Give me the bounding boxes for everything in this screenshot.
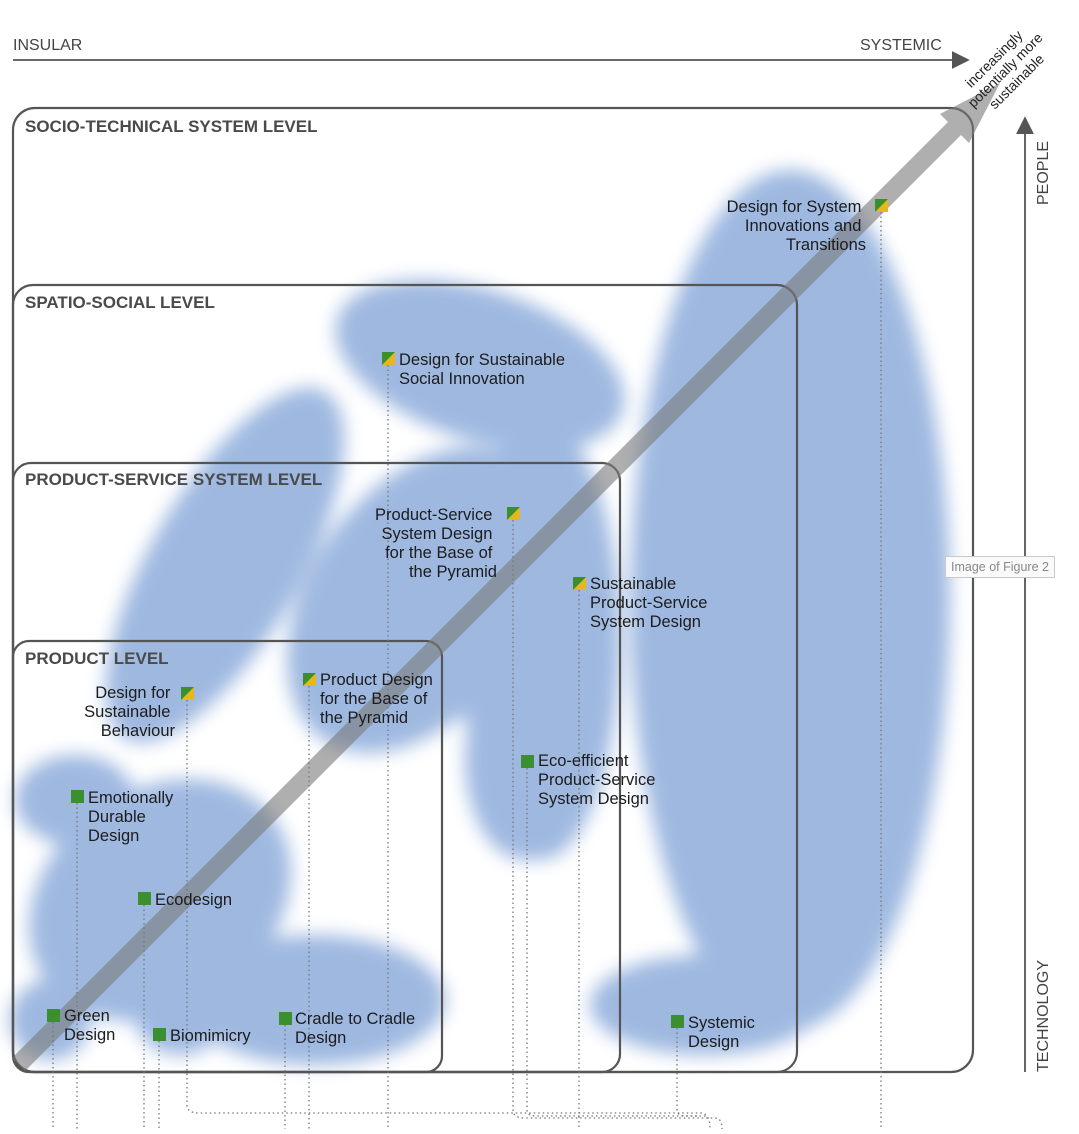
green-marker	[671, 1015, 684, 1028]
mixed-marker	[507, 507, 520, 520]
approach-sustainable-pss: Sustainable Product-Service System Desig…	[590, 575, 712, 631]
mixed-marker	[875, 199, 888, 212]
approach-emotionally-durable: Emotionally Durable Design	[88, 789, 178, 845]
green-marker	[153, 1028, 166, 1041]
approach-pss-bop: Product-Service System Design for the Ba…	[375, 506, 497, 581]
axis-technology: TECHNOLOGY	[1035, 960, 1052, 1072]
approach-green-design: Green Design	[64, 1007, 115, 1044]
area-systemic-design	[590, 955, 820, 1055]
product-frame	[11, 639, 444, 1074]
green-marker	[47, 1009, 60, 1022]
area-sustainable-behaviour	[105, 387, 345, 743]
approach-product-bop: Product Design for the Base of the Pyram…	[320, 671, 437, 727]
approach-social-innovation: Design for Sustainable Social Innovation	[399, 351, 570, 388]
level-label: SPATIO-SOCIAL LEVEL	[25, 293, 215, 312]
level-label: SOCIO-TECHNICAL SYSTEM LEVEL	[25, 117, 318, 136]
approach-system-innovations: Design for System Innovations and Transi…	[727, 198, 866, 254]
mixed-marker	[303, 673, 316, 686]
green-marker	[71, 790, 84, 803]
mixed-marker	[573, 577, 586, 590]
image-tooltip: Image of Figure 2	[945, 556, 1055, 578]
leader-lines	[52, 212, 882, 1130]
level-label: PRODUCT LEVEL	[25, 649, 169, 668]
green-marker	[279, 1012, 292, 1025]
approach-sustainable-behaviour: Design for Sustainable Behaviour	[84, 684, 175, 740]
level-label: PRODUCT-SERVICE SYSTEM LEVEL	[25, 470, 322, 489]
axis-systemic: SYSTEMIC	[860, 37, 942, 54]
mixed-marker	[382, 352, 395, 365]
green-marker	[138, 892, 151, 905]
axis-insular: INSULAR	[13, 37, 82, 54]
mixed-marker	[181, 687, 194, 700]
approach-systemic-design: Systemic Design	[688, 1014, 760, 1051]
area-social-innovation	[335, 279, 625, 451]
approach-biomimicry: Biomimicry	[170, 1027, 251, 1045]
axis-people: PEOPLE	[1035, 141, 1052, 205]
area-cradle-to-cradle	[185, 935, 445, 1065]
markers	[47, 199, 888, 1041]
approach-labels: Design for System Innovations and Transi…	[64, 198, 866, 1051]
green-marker	[521, 755, 534, 768]
approach-ecodesign: Ecodesign	[155, 891, 232, 909]
approach-eco-efficient-pss: Eco-efficient Product-Service System Des…	[538, 752, 660, 808]
approach-cradle-to-cradle: Cradle to Cradle Design	[295, 1010, 420, 1047]
